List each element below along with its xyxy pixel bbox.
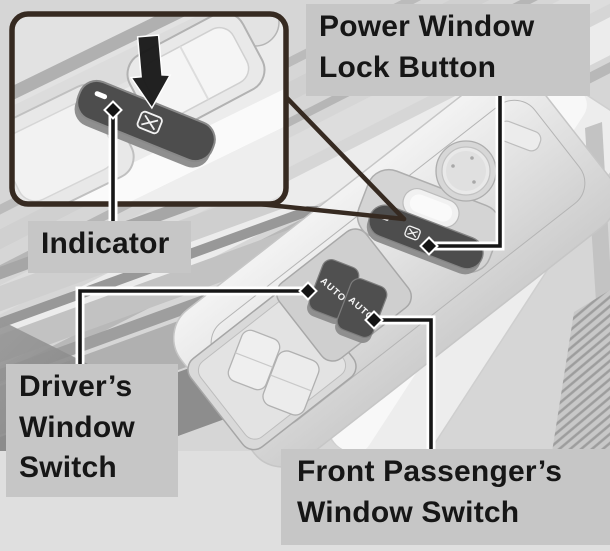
inset-indicator-dash <box>94 91 108 100</box>
inset-window-lock-icon <box>136 110 163 135</box>
callout-diamonds <box>103 100 439 330</box>
inset-magnified-view <box>9 11 289 207</box>
drivers-window-switch-label: Driver’s Window Switch <box>6 364 178 497</box>
indicator-label: Indicator <box>28 221 192 273</box>
passenger-switch-diamond-marker <box>364 310 384 330</box>
driver-switch-callout-line <box>78 289 308 365</box>
press-arrow-icon <box>129 34 172 110</box>
front-passengers-window-switch-label: Front Passenger’s Window Switch <box>281 449 610 545</box>
lock-button-callout-line <box>429 96 502 248</box>
passenger-switch-callout-line <box>374 318 433 450</box>
indicator-diamond-marker <box>103 100 123 120</box>
window-lock-icon <box>404 225 421 241</box>
speaker-grille <box>552 290 610 455</box>
inset-border <box>9 11 289 207</box>
callout-lines <box>75 96 505 450</box>
mirror-knob <box>435 140 497 202</box>
power-window-lock-button <box>366 204 484 275</box>
power-window-lock-button-label: Power Window Lock Button <box>306 4 590 96</box>
inset-callout-tail <box>256 94 407 222</box>
lock-button-diamond-marker <box>419 236 439 256</box>
driver-switch-diamond-marker <box>298 281 318 301</box>
